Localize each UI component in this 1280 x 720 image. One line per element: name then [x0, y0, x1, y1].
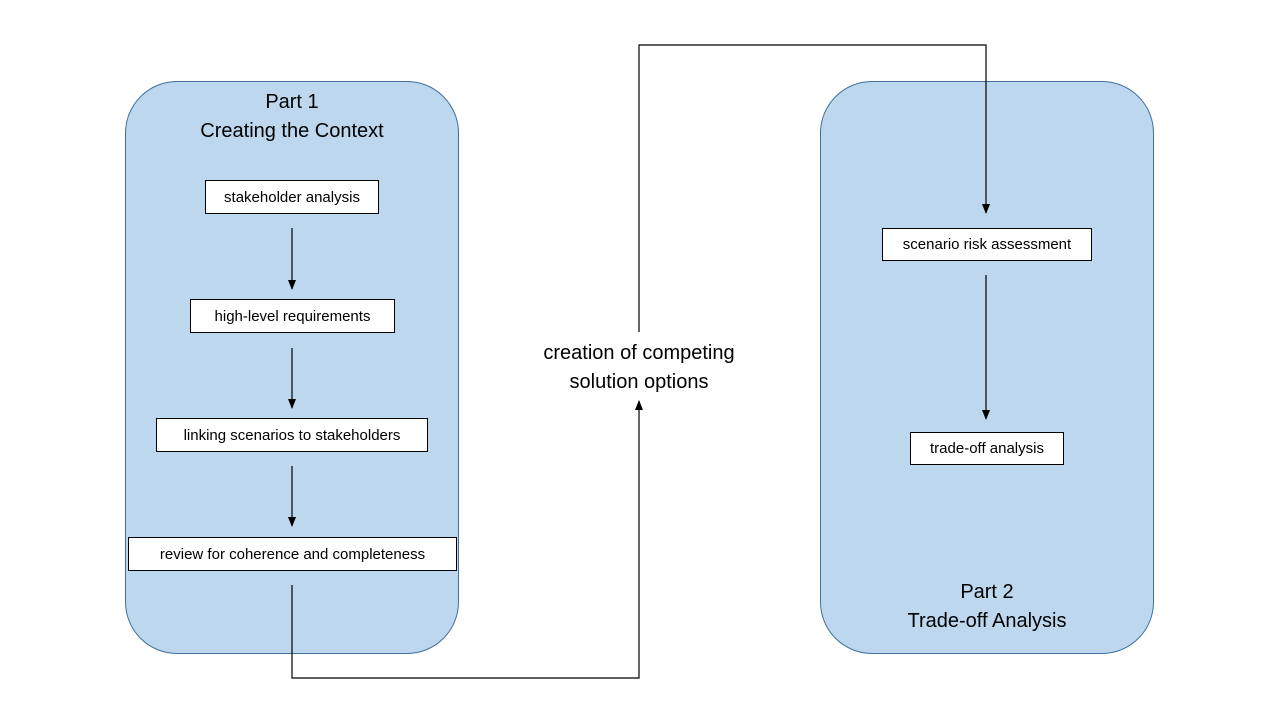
step-linking-scenarios: linking scenarios to stakeholders — [156, 418, 428, 452]
part1-title-line1: Part 1 — [265, 91, 319, 113]
step-stakeholder-analysis: stakeholder analysis — [205, 180, 379, 214]
part2-title-line1: Part 2 — [960, 581, 1014, 603]
step-trade-off-analysis: trade-off analysis — [910, 432, 1064, 465]
solution-options-line1: creation of competing — [543, 342, 735, 364]
solution-options-line2: solution options — [569, 371, 709, 393]
part2-title-line2: Trade-off Analysis — [907, 610, 1067, 632]
part1-title: Part 1 Creating the Context — [126, 88, 458, 146]
part2-title: Part 2 Trade-off Analysis — [821, 578, 1153, 636]
step-scenario-risk-assessment: scenario risk assessment — [882, 228, 1092, 261]
part1-title-line2: Creating the Context — [200, 120, 384, 142]
step-review-coherence: review for coherence and completeness — [128, 537, 457, 571]
solution-options-label: creation of competing solution options — [510, 339, 768, 397]
part2-panel: Part 2 Trade-off Analysis — [820, 81, 1154, 654]
step-high-level-requirements: high-level requirements — [190, 299, 395, 333]
